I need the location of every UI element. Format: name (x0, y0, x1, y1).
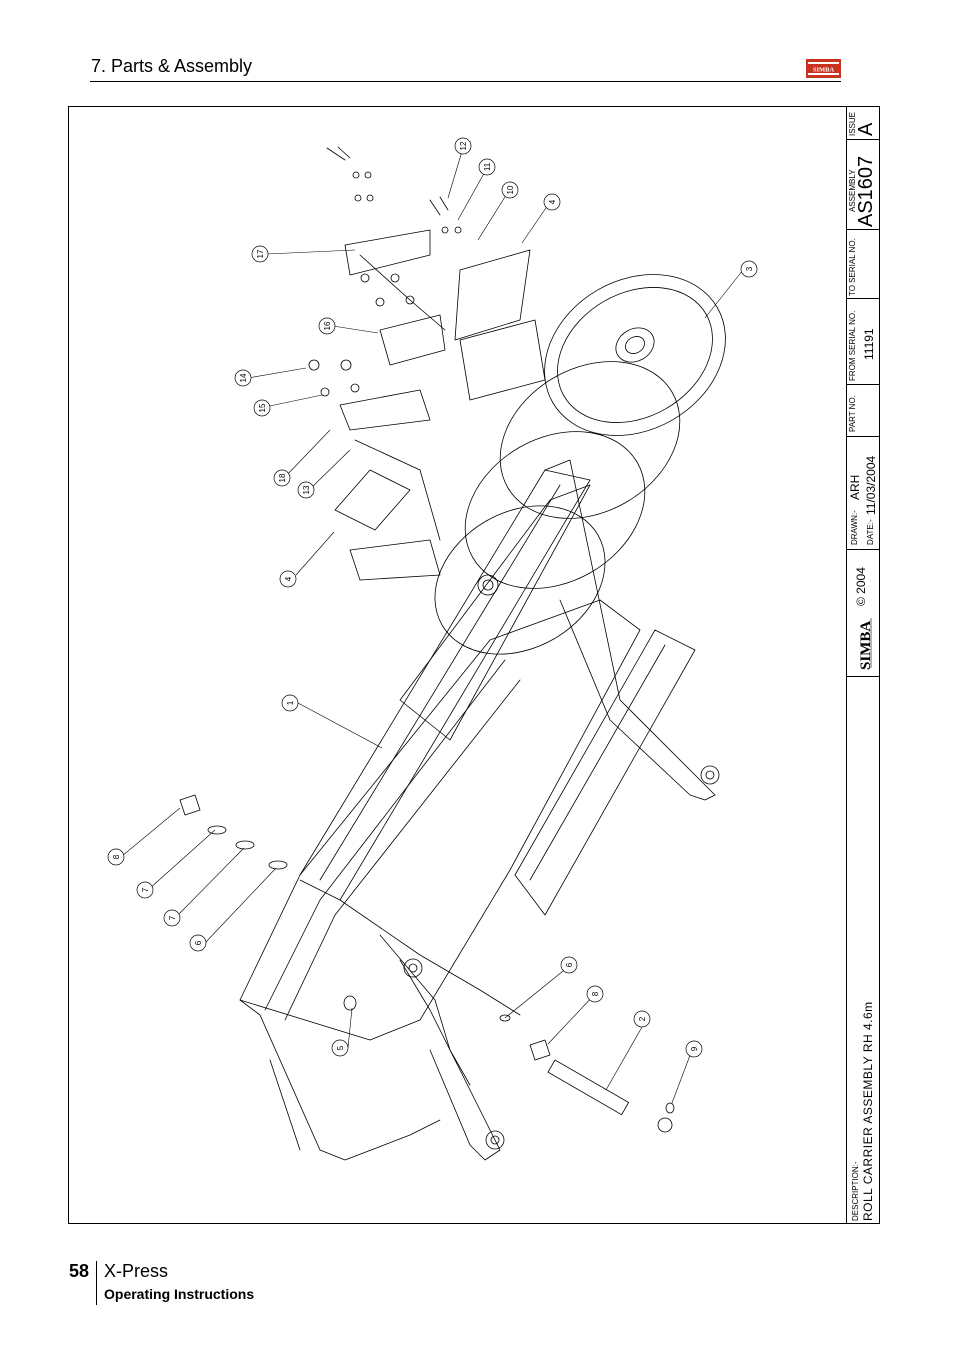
title-block-logo-text: SIMBA (858, 621, 874, 670)
drawing-frame (68, 106, 880, 1224)
to-serial-label: TO SERIAL NO. (848, 238, 857, 296)
from-serial-value: 11191 (862, 328, 876, 360)
title-block-line (846, 229, 880, 230)
callout-4-upper: 4 (548, 199, 557, 204)
issue-value: A (855, 122, 877, 136)
callout-10: 10 (506, 185, 515, 194)
callout-9: 9 (690, 1046, 699, 1051)
page-number: 58 (69, 1261, 90, 1281)
copyright: © 2004 (854, 567, 868, 606)
callout-14: 14 (239, 373, 248, 382)
from-serial-label: FROM SERIAL NO. (848, 310, 857, 381)
title-block-line (846, 436, 880, 437)
assembly-value: AS1607 (855, 155, 877, 227)
title-block-line (846, 384, 880, 385)
description-label: DESCRIPTION:- (851, 1161, 860, 1221)
callout-7-a: 7 (141, 887, 150, 892)
roll-carrier-drawing: 1 2 3 4 4 5 6 6 7 7 8 8 9 10 11 12 13 14… (107, 137, 758, 1161)
footer-rule (96, 1261, 97, 1305)
callout-1: 1 (286, 700, 295, 705)
drawn-by: ARH (848, 474, 862, 500)
callout-17: 17 (256, 249, 265, 258)
callout-2: 2 (638, 1016, 647, 1021)
title-block-simba-logo: SIMBA (858, 618, 874, 670)
callout-13: 13 (302, 485, 311, 494)
callout-7-b: 7 (168, 915, 177, 920)
callout-6-left: 6 (194, 940, 203, 945)
svg-text:SIMBA: SIMBA (813, 67, 835, 74)
header-rule (90, 81, 841, 82)
callout-8-right: 8 (591, 991, 600, 996)
callout-6-right: 6 (565, 962, 574, 967)
footer-subtitle: Operating Instructions (104, 1286, 255, 1302)
callout-15: 15 (258, 403, 267, 412)
title-block-line (846, 139, 880, 140)
date-value: 11/03/2004 (864, 455, 878, 515)
date-label: DATE:- (866, 519, 875, 545)
title-block-line (846, 298, 880, 299)
callout-4-lower: 4 (284, 576, 293, 581)
simba-logo: SIMBA (806, 59, 841, 78)
drawn-label: DRAWN:- (850, 510, 859, 545)
part-no-label: PART NO. (848, 395, 857, 432)
callout-5: 5 (336, 1045, 345, 1050)
section-title: 7. Parts & Assembly (91, 56, 253, 76)
callout-11: 11 (483, 162, 492, 171)
callout-16: 16 (323, 321, 332, 330)
callout-3: 3 (745, 266, 754, 271)
product-name: X-Press (104, 1261, 169, 1281)
title-block-line (846, 549, 880, 550)
title-block-divider (846, 106, 847, 1224)
description: ROLL CARRIER ASSEMBLY RH 4.6m (861, 1001, 875, 1221)
title-block-line (846, 676, 880, 677)
callout-18: 18 (278, 473, 287, 482)
callout-12: 12 (459, 141, 468, 150)
callout-8-left: 8 (112, 854, 121, 859)
